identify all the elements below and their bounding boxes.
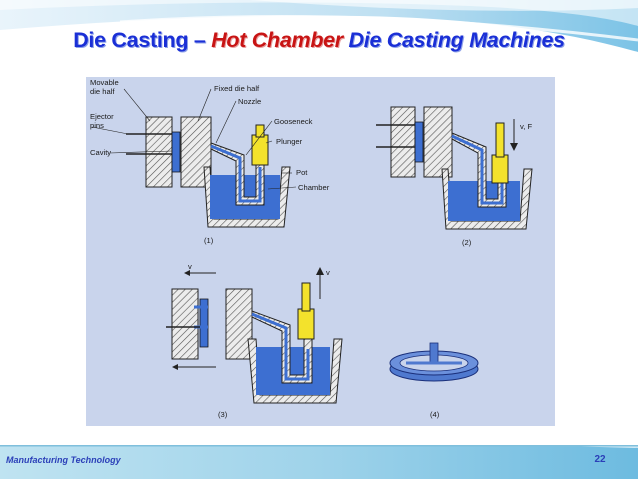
label-force: v, F (520, 122, 532, 131)
ejected-casting-3 (199, 298, 209, 348)
label-fixed-die-half: Fixed die half (214, 84, 260, 93)
fixed-die-half-2 (423, 106, 453, 178)
label-chamber: Chamber (298, 183, 330, 192)
movable-die-half-2 (390, 106, 416, 178)
label-movable-2: die half (90, 87, 115, 96)
label-nozzle: Nozzle (238, 97, 261, 106)
hot-chamber-diagram: Movable die half Fixed die half Nozzle E… (86, 77, 555, 426)
cavity-1 (171, 131, 181, 173)
footer-course-name: Manufacturing Technology (6, 455, 121, 465)
label-gooseneck: Gooseneck (274, 117, 313, 126)
label-plunger: Plunger (276, 137, 303, 146)
fixed-die-half-3 (225, 288, 253, 360)
label-velocity-up: v (326, 268, 330, 277)
stage-4: (4) (389, 342, 479, 419)
plunger-2 (491, 154, 509, 184)
label-ejector-1: Ejector (90, 112, 114, 121)
label-step-4: (4) (430, 410, 440, 419)
label-movable-1: Movable (90, 78, 119, 87)
label-pot: Pot (296, 168, 308, 177)
label-step-3: (3) (218, 410, 228, 419)
stage-1: Movable die half Fixed die half Nozzle E… (90, 78, 330, 245)
label-step-1: (1) (204, 236, 214, 245)
plunger-3 (297, 308, 315, 340)
page-number: 22 (594, 454, 606, 465)
label-step-2: (2) (462, 238, 472, 247)
stage-3: v v (3) (166, 262, 343, 419)
title-part2: Die Casting Machines (342, 28, 566, 52)
label-ejector-2: pins (90, 121, 104, 130)
title-part1: Die Casting – (73, 28, 212, 52)
title-highlight: Hot Chamber (211, 28, 343, 52)
slide-title: Die Casting – Hot Chamber Die Casting Ma… (0, 28, 638, 53)
stage-2: v, F (2) (376, 106, 533, 247)
movable-die-half-3 (171, 288, 199, 360)
plunger-1 (251, 134, 269, 166)
label-velocity-left: v (188, 262, 192, 271)
label-cavity: Cavity (90, 148, 111, 157)
